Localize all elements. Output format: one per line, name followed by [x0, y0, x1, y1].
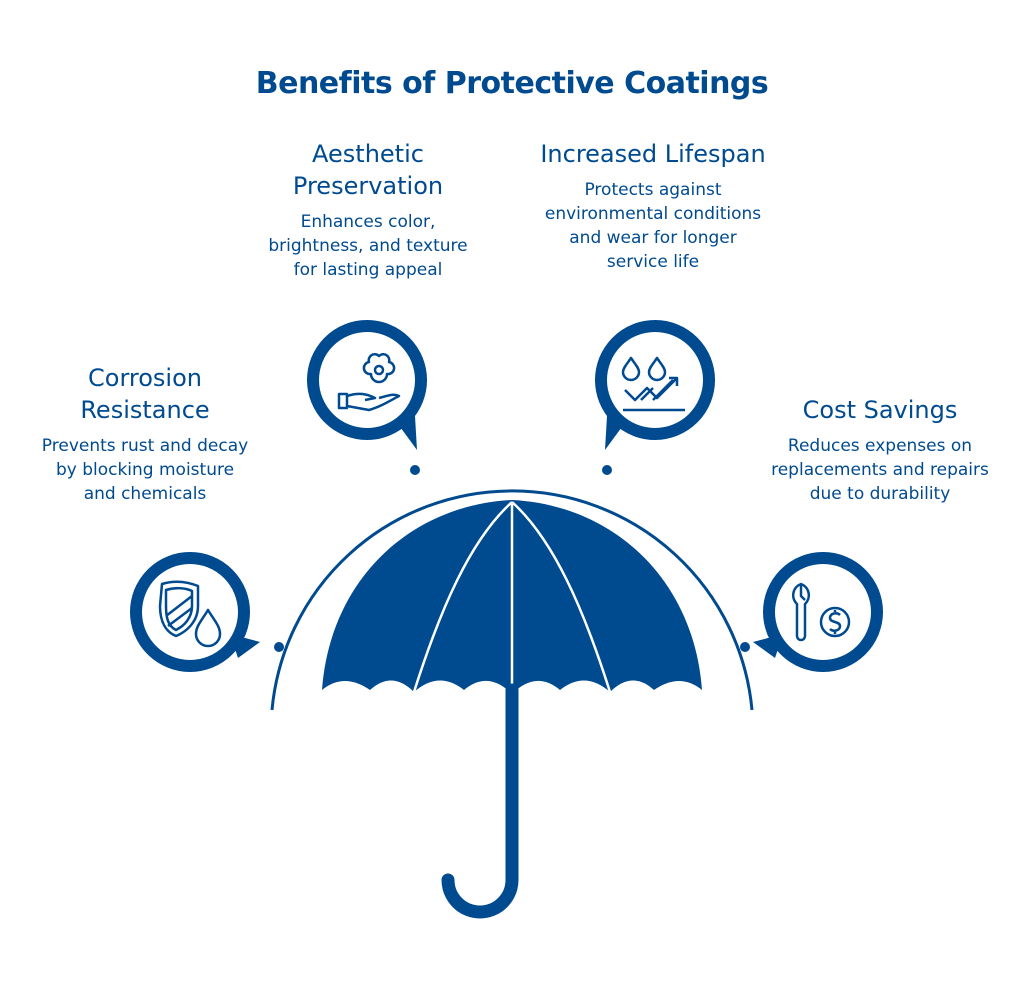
shield-droplet-icon: [158, 580, 222, 648]
droplets-trend-icon: [621, 356, 685, 412]
benefit-title: Aesthetic Preservation: [292, 140, 444, 200]
benefit-title: Increased Lifespan: [540, 140, 766, 168]
flower-hand-icon: [337, 353, 401, 412]
benefit-description: Protects against environmental condition…: [544, 180, 762, 272]
arc-dot: [274, 642, 284, 652]
icon-bubble-cost: [753, 552, 883, 672]
arc-dot: [410, 465, 420, 475]
arc-dot: [740, 642, 750, 652]
benefit-description: Reduces expenses on replacements and rep…: [771, 436, 989, 504]
icon-bubble-aesthetic: [307, 320, 427, 450]
page-title: Benefits of Protective Coatings: [255, 66, 769, 101]
benefit-description: Enhances color, brightness, and texture …: [268, 212, 468, 280]
benefit-aesthetic-preservation: Aesthetic Preservation Enhances color, b…: [268, 138, 468, 282]
benefit-increased-lifespan: Increased Lifespan Protects against envi…: [540, 138, 766, 274]
benefit-description: Prevents rust and decay by blocking mois…: [41, 436, 249, 504]
benefit-corrosion-resistance: Corrosion Resistance Prevents rust and d…: [40, 362, 250, 506]
wrench-dollar-icon: [791, 582, 851, 642]
icon-bubble-lifespan: [595, 320, 715, 450]
benefit-cost-savings: Cost Savings Reduces expenses on replace…: [760, 394, 1000, 506]
outer-arc: [270, 489, 754, 711]
benefit-title: Cost Savings: [802, 396, 958, 424]
icon-bubble-corrosion: [130, 552, 260, 672]
arc-dot: [602, 465, 612, 475]
benefit-title: Corrosion Resistance: [80, 364, 210, 424]
umbrella-handle: [441, 683, 519, 919]
